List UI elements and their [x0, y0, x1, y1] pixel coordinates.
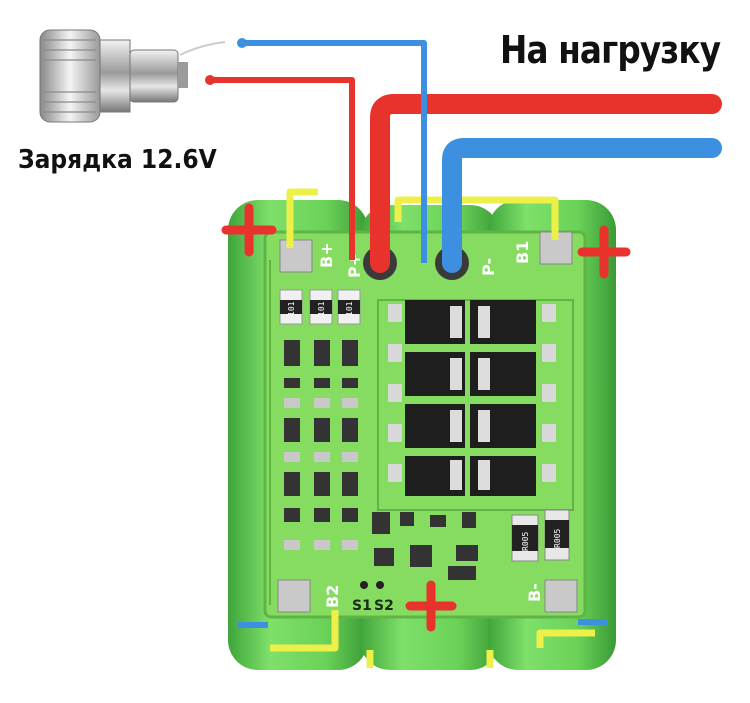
load-blue-wire: [442, 138, 722, 273]
shunt-code-2: R005: [553, 529, 562, 548]
charger-blue-wire: [242, 40, 427, 263]
mosfets: [388, 300, 556, 496]
resistor-code-1: 101: [287, 301, 296, 316]
smd-components: [284, 340, 478, 580]
pad-label-p-minus: P-: [479, 258, 498, 276]
pad-label-s1: S1: [352, 598, 372, 614]
load-wires: [370, 94, 722, 273]
silkscreen-labels: B+ P+ P- B1 B2 B- S1 S2: [317, 241, 544, 614]
dc-jack: [39, 29, 188, 123]
load-red-wire: [370, 94, 722, 273]
charge-label: Зарядка 12.6V: [18, 145, 217, 175]
pad-label-s2: S2: [374, 598, 394, 614]
pad-label-b-plus: B+: [317, 242, 336, 268]
charger-wires: [179, 38, 427, 263]
shunt-resistors: R005 R005: [511, 509, 570, 562]
blue-edge-ticks: [238, 619, 608, 628]
resistor-code-3: 101: [345, 301, 354, 316]
charger-red-wire: [210, 77, 355, 260]
plus-signs: [221, 203, 631, 632]
pad-label-b1: B1: [513, 241, 532, 264]
shunt-code-1: R005: [521, 532, 530, 551]
resistors: 101 101 101: [279, 289, 361, 325]
pad-label-b2: B2: [323, 585, 342, 608]
load-label: На нагрузку: [500, 28, 721, 72]
yellow-wires: [270, 188, 595, 668]
pad-label-b-minus: B-: [525, 583, 544, 602]
resistor-code-2: 101: [317, 301, 326, 316]
plus-sign-b1: [577, 225, 631, 279]
plus-sign-b-plus: [221, 203, 277, 257]
plus-sign-s: [405, 580, 457, 632]
